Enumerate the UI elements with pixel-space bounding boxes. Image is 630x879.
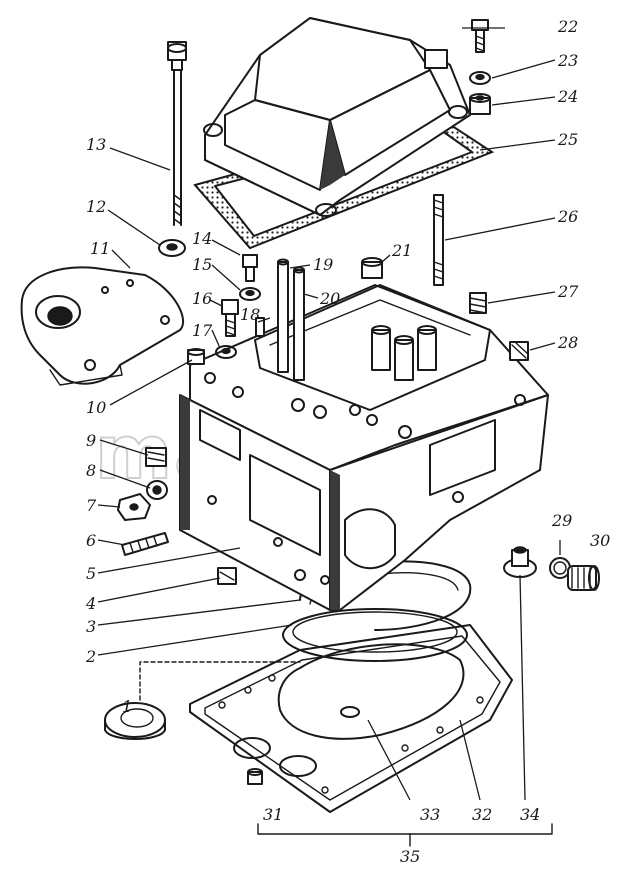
- label-21: 21: [391, 241, 412, 260]
- nut-21: [361, 257, 383, 279]
- label-35: 35: [400, 847, 420, 866]
- plug-4: [217, 567, 237, 585]
- plug-28: [509, 341, 529, 361]
- washer-15: [239, 287, 261, 301]
- washer-8: [146, 480, 168, 500]
- label-23: 23: [557, 51, 578, 70]
- label-10: 10: [86, 398, 106, 417]
- pushrod-19: [277, 258, 289, 373]
- stud-26: [433, 194, 444, 286]
- label-8: 8: [86, 461, 96, 480]
- label-32: 32: [472, 805, 492, 824]
- leader-lines: [97, 27, 561, 801]
- sleeve-24: [469, 93, 491, 115]
- label-13: 13: [86, 135, 106, 154]
- label-2: 2: [85, 647, 96, 666]
- label-7: 7: [86, 496, 97, 515]
- label-26: 26: [557, 207, 578, 226]
- label-4: 4: [85, 594, 96, 613]
- bolt-22: [471, 19, 489, 53]
- label-5: 5: [86, 564, 96, 583]
- pin-18: [255, 317, 265, 337]
- pushrod-20: [293, 266, 305, 381]
- label-31: 31: [263, 805, 283, 824]
- washer-17: [215, 345, 237, 359]
- label-30: 30: [590, 531, 610, 550]
- label-11: 11: [90, 239, 110, 258]
- label-33: 33: [420, 805, 440, 824]
- cylinder-head-5: [179, 284, 549, 611]
- stud-bolt-13: [167, 41, 187, 226]
- label-27: 27: [557, 282, 579, 301]
- stud-6: [121, 532, 169, 556]
- label-18: 18: [240, 305, 260, 324]
- label-6: 6: [86, 531, 96, 550]
- plug-9: [145, 447, 167, 467]
- bolt-31: [247, 768, 263, 785]
- label-24: 24: [557, 87, 578, 106]
- label-19: 19: [313, 255, 333, 274]
- lifting-bracket-11: [20, 266, 185, 386]
- label-20: 20: [319, 289, 340, 308]
- label-28: 28: [557, 333, 578, 352]
- label-16: 16: [192, 289, 212, 308]
- plug-27: [469, 292, 487, 314]
- label-12: 12: [86, 197, 106, 216]
- label-34: 34: [520, 805, 540, 824]
- plug-7: [117, 493, 151, 521]
- sealing-ring-2: [282, 608, 468, 662]
- label-17: 17: [192, 321, 213, 340]
- label-29: 29: [551, 511, 572, 530]
- washer-1: [104, 702, 166, 740]
- label-14: 14: [192, 229, 212, 248]
- label-25: 25: [557, 130, 578, 149]
- washer-12: [158, 239, 186, 257]
- washer-23: [469, 71, 491, 85]
- cap-30: [567, 565, 600, 591]
- plug-10: [187, 348, 205, 365]
- rocker-cover: [203, 17, 471, 217]
- label-1: 1: [122, 697, 132, 716]
- kit-bracket-35: [257, 823, 553, 847]
- part-numbers: 1 2 3 4 5 6 7 8 9 10 11 12 13 14 15 16 1…: [85, 17, 610, 866]
- valve-bosses: [371, 325, 437, 381]
- fitting-16: [221, 299, 239, 337]
- label-3: 3: [86, 617, 96, 636]
- head-gasket-32: [189, 624, 513, 813]
- fitting-34: [503, 546, 537, 578]
- label-15: 15: [192, 255, 212, 274]
- label-22: 22: [557, 17, 578, 36]
- label-9: 9: [86, 431, 96, 450]
- bolt-14: [242, 254, 258, 282]
